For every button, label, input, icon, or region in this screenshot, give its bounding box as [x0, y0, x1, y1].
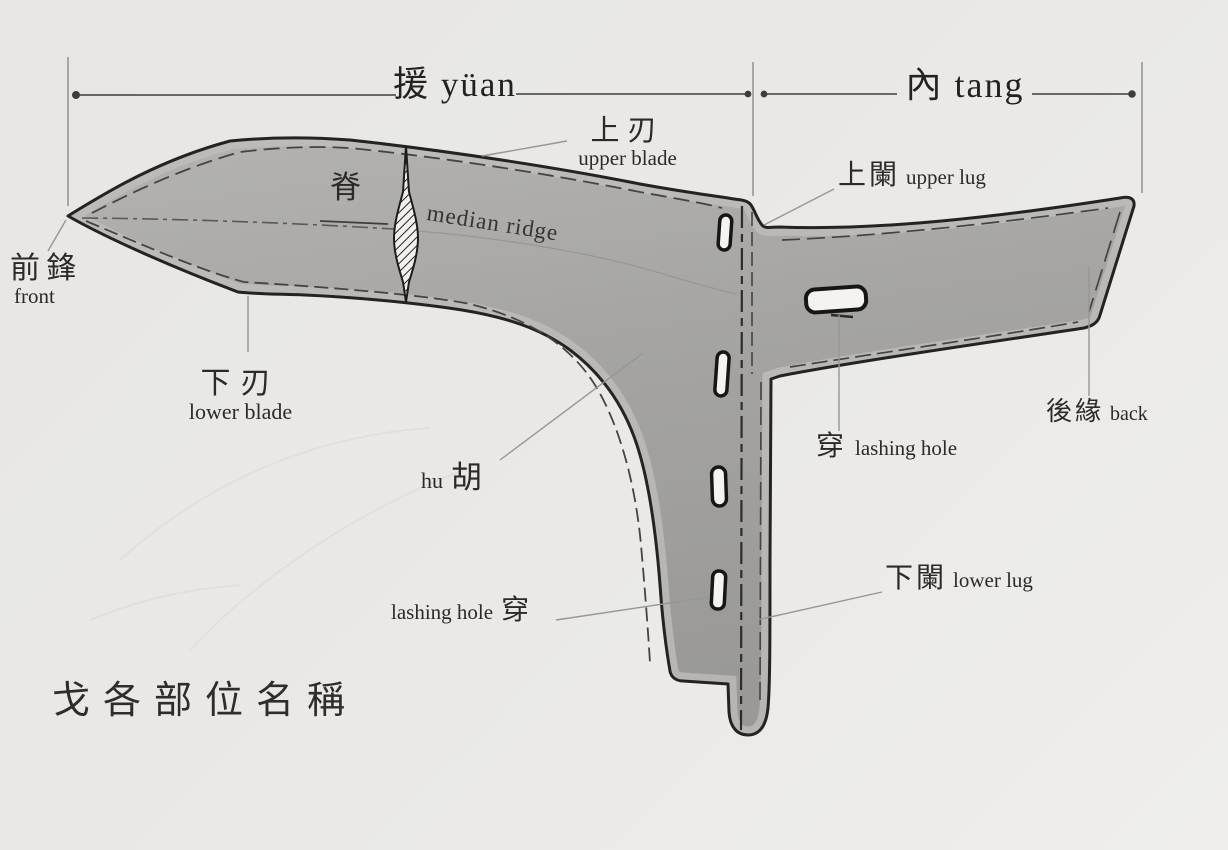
lashing-hole-tang-cjk: 穿 — [816, 431, 848, 462]
dim-dot-yuan-left — [72, 91, 81, 100]
lashing-hole-hu-en: lashing hole — [391, 600, 494, 624]
label-ridge-cjk: 脊 — [330, 170, 361, 205]
background-artifacts — [89, 427, 471, 651]
hu-cjk: 胡 — [451, 460, 482, 495]
tang-inner-top-line — [781, 207, 1109, 241]
dimension-label-yuan: 援 yüan — [393, 65, 517, 104]
front-cjk: 前鋒 — [10, 252, 82, 285]
label-lower-blade: 下刃 lower blade — [158, 367, 323, 425]
blade-detail-lines — [81, 146, 737, 664]
upper-blade-leader — [481, 140, 568, 157]
back-cjk: 後緣 — [1046, 397, 1105, 426]
lashing-hole-slot-2 — [713, 350, 731, 398]
front-en: front — [14, 284, 55, 309]
lashing-hole-slot-3 — [709, 465, 729, 508]
median-ridge-line-right — [417, 230, 737, 295]
front-leader — [47, 219, 67, 252]
dim-dot-tang-left — [760, 90, 768, 98]
lashing-hole-slot-1 — [716, 213, 734, 252]
lower-lug-leader — [756, 591, 883, 621]
lashing-hole-hu-leader — [555, 596, 711, 621]
tang-inner-bottom-line — [789, 321, 1079, 368]
tang-detail-lines — [781, 207, 1121, 368]
blade-inner-lower-line — [85, 220, 651, 664]
lashing-holes — [709, 213, 869, 611]
leader-lines — [47, 140, 1090, 621]
tang-slot-tick — [830, 313, 854, 319]
dim-dot-tang-right — [1128, 90, 1136, 98]
upper-blade-cjk: 上刃 — [590, 115, 665, 147]
hu-leader — [499, 352, 644, 461]
lan-fold-lines — [739, 205, 762, 731]
lower-blade-en: lower blade — [188, 399, 293, 425]
label-lashing-hole-tang: 穿 lashing hole — [816, 431, 958, 462]
tang-inner-right-line — [1088, 211, 1121, 313]
upper-lug-cjk: 上闌 — [838, 160, 901, 191]
dim-dot-yuan-right — [744, 90, 752, 98]
blade-inner-upper-line — [91, 146, 723, 214]
page-title: 戈各部位名稱 — [52, 680, 359, 722]
label-hu: hu 胡 — [421, 461, 482, 494]
dimension-lines — [67, 57, 1143, 206]
upper-lug-en: upper lug — [906, 165, 986, 189]
ridge-leader-underline — [319, 220, 389, 225]
median-ridge-section — [392, 145, 420, 303]
lower-lug-en: lower lug — [953, 568, 1033, 592]
lashing-hole-slot-4 — [709, 569, 728, 611]
lower-lug-cjk: 下闌 — [885, 563, 948, 594]
lashing-hole-tang-en: lashing hole — [855, 436, 958, 460]
ge-outline — [66, 136, 1136, 737]
ge-body-fill — [68, 137, 1135, 735]
lower-blade-cjk: 下刃 — [200, 367, 281, 400]
label-front: 前鋒 front — [10, 252, 82, 309]
upper-blade-en: upper blade — [578, 146, 677, 171]
fold-line-right-lower — [759, 381, 762, 701]
lashing-hole-slot-tang — [803, 284, 869, 315]
lashing-hole-hu-cjk: 穿 — [501, 595, 533, 626]
label-upper-blade: 上刃 upper blade — [545, 115, 710, 171]
hu-en: hu — [421, 468, 443, 493]
upper-lug-leader — [763, 188, 835, 226]
ge-silhouette — [66, 136, 1136, 737]
median-ridge-line — [81, 217, 395, 230]
dimension-label-tang: 內 tang — [905, 65, 1025, 105]
label-lashing-hole-hu: lashing hole 穿 — [391, 595, 533, 626]
back-en: back — [1110, 403, 1148, 425]
fold-line-left — [739, 205, 744, 731]
